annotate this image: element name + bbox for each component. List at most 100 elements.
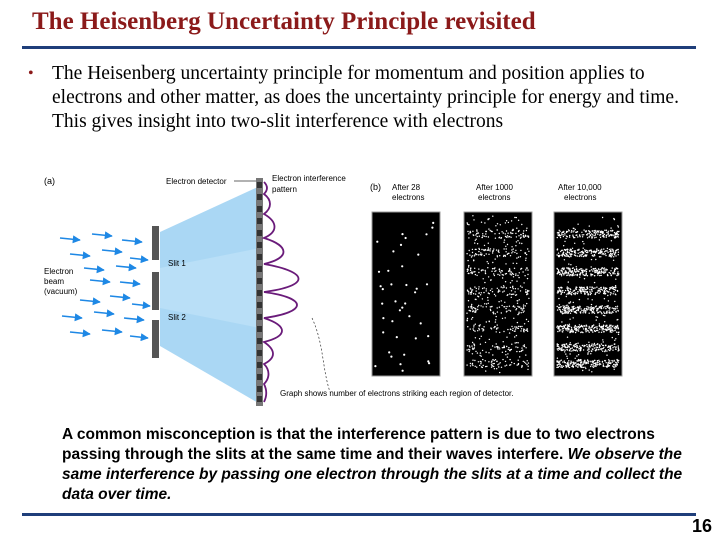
electron-hit bbox=[566, 248, 568, 250]
electron-hit bbox=[512, 276, 515, 278]
electron-hit bbox=[580, 290, 582, 292]
electron-hit bbox=[522, 308, 524, 310]
electron-hit bbox=[566, 326, 569, 328]
electron-hit bbox=[571, 365, 573, 368]
electron-hit bbox=[587, 288, 589, 290]
electron-hit bbox=[476, 243, 479, 245]
electron-hit bbox=[568, 310, 570, 313]
electron-hit bbox=[617, 233, 619, 236]
electron-hit bbox=[575, 362, 577, 364]
electron-hit bbox=[563, 327, 565, 330]
electron-hit bbox=[566, 251, 569, 254]
electron-hit bbox=[575, 345, 578, 347]
electron-hit bbox=[556, 343, 558, 345]
electron-hit bbox=[575, 266, 577, 268]
electron-hit bbox=[582, 240, 584, 243]
electron-hit bbox=[482, 364, 484, 367]
electron-hit bbox=[469, 287, 472, 289]
electron-hit bbox=[427, 360, 430, 363]
electron-hit bbox=[499, 331, 501, 334]
electron-hit bbox=[499, 371, 501, 374]
electron-hit bbox=[593, 342, 596, 345]
electron-hit bbox=[561, 365, 563, 367]
electron-hit bbox=[480, 335, 482, 337]
electron-hit bbox=[487, 218, 489, 221]
electron-hit bbox=[568, 302, 571, 304]
electron-hit bbox=[557, 360, 559, 363]
electron-hit bbox=[510, 271, 513, 273]
electron-hit bbox=[572, 301, 574, 304]
electron-hit bbox=[484, 341, 487, 344]
electron-hit bbox=[484, 281, 486, 284]
electron-hit bbox=[599, 290, 601, 292]
electron-hit bbox=[567, 346, 569, 348]
electron-hit bbox=[607, 300, 610, 302]
electron-hit bbox=[596, 307, 598, 310]
electron-hit bbox=[616, 235, 618, 237]
electron-hit bbox=[527, 273, 529, 276]
electron-hit bbox=[574, 331, 577, 334]
electron-hit bbox=[572, 227, 574, 229]
electron-hit bbox=[618, 331, 620, 333]
electron-hit bbox=[611, 344, 613, 347]
electron-hit bbox=[469, 291, 472, 294]
electron-hit bbox=[595, 348, 597, 350]
electron-hit bbox=[477, 330, 479, 332]
electron-hit bbox=[497, 327, 499, 329]
electron-hit bbox=[478, 247, 480, 250]
electron-hit bbox=[582, 269, 584, 271]
electron-hit bbox=[482, 269, 484, 271]
electron-hit bbox=[605, 287, 607, 289]
electron-hit bbox=[511, 361, 513, 364]
electron-hit bbox=[484, 248, 486, 251]
electron-hit bbox=[612, 253, 614, 255]
electron-hit bbox=[490, 363, 493, 365]
electron-hit bbox=[501, 317, 504, 320]
electron-hit bbox=[614, 339, 616, 341]
electron-hit bbox=[597, 249, 600, 252]
electron-hit bbox=[614, 235, 617, 238]
electron-hit bbox=[608, 362, 610, 364]
electron-hit bbox=[508, 236, 510, 238]
electron-hit bbox=[597, 363, 599, 365]
electron-hit bbox=[491, 270, 493, 272]
electron-hit bbox=[605, 362, 607, 364]
electron-hit bbox=[559, 306, 561, 309]
electron-hit bbox=[563, 349, 565, 351]
electron-hit bbox=[594, 269, 596, 272]
electron-hit bbox=[556, 249, 558, 251]
electron-hit bbox=[482, 235, 484, 237]
electron-hit bbox=[471, 303, 473, 306]
electron-hit bbox=[582, 349, 585, 351]
electron-hit bbox=[596, 328, 598, 330]
electron-hit bbox=[520, 233, 522, 236]
electron-hit bbox=[500, 237, 502, 239]
electron-hit bbox=[466, 349, 468, 351]
electron-hit bbox=[583, 292, 586, 294]
electron-hit bbox=[483, 235, 485, 237]
electron-hit bbox=[494, 326, 496, 328]
electron-hit bbox=[382, 331, 385, 334]
electron-hit bbox=[471, 345, 473, 347]
electron-hit bbox=[577, 354, 580, 356]
electron-hit bbox=[559, 234, 561, 237]
electron-hit bbox=[609, 326, 611, 328]
electron-hit bbox=[496, 368, 498, 370]
electron-hit bbox=[574, 311, 577, 314]
electron-hit bbox=[600, 331, 603, 333]
electron-hit bbox=[594, 251, 596, 253]
electron-hit bbox=[480, 252, 482, 254]
electron-hit bbox=[564, 307, 566, 309]
electron-hit bbox=[514, 251, 516, 254]
electron-hit bbox=[590, 269, 593, 271]
electron-hit bbox=[618, 273, 620, 275]
electron-hit bbox=[466, 345, 469, 347]
electron-hit bbox=[472, 311, 474, 313]
electron-hit bbox=[596, 326, 598, 328]
electron-hit bbox=[557, 347, 560, 350]
electron-hit bbox=[566, 336, 569, 338]
electron-hit bbox=[588, 327, 590, 329]
electron-hit bbox=[514, 336, 516, 338]
electron-hit bbox=[588, 350, 590, 353]
electron-hit bbox=[597, 329, 599, 332]
